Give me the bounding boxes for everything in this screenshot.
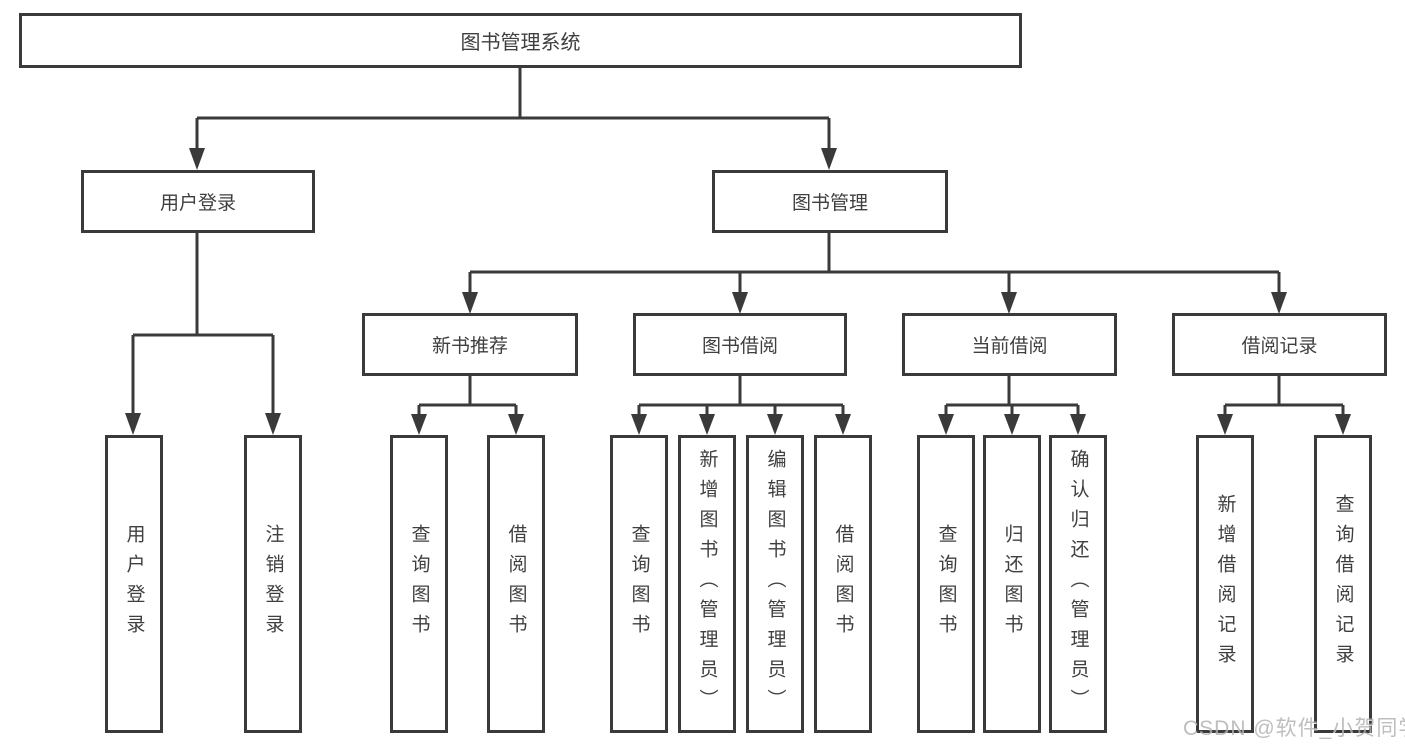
node-leaf-cb-query-book: 查询图书 — [917, 435, 975, 733]
arrowhead-new-book-rec — [462, 292, 478, 314]
node-leaf-nbr-borrow-book-label: 借阅图书 — [505, 524, 527, 644]
arrowhead-leaf-logout — [265, 413, 281, 435]
node-current-borrow-label: 当前借阅 — [971, 336, 1048, 357]
arrowhead-leaf-nbr-query — [411, 414, 427, 435]
node-leaf-user-login: 用户登录 — [105, 435, 163, 733]
node-leaf-bb-query-book-label: 查询图书 — [628, 524, 650, 644]
csdn-watermark: CSDN @软件_小贺同学 — [1183, 717, 1405, 740]
arrowhead-leaf-br-add — [1217, 414, 1233, 435]
arrowhead-leaf-cb-confirm — [1070, 414, 1086, 435]
node-leaf-bb-add-book: 新增图书（管理员） — [678, 435, 736, 733]
node-borrow-record: 借阅记录 — [1172, 313, 1387, 376]
arrowhead-user-login — [189, 148, 205, 170]
arrowhead-leaf-br-query — [1335, 414, 1351, 435]
arrowhead-leaf-bb-query — [631, 414, 647, 435]
arrowhead-leaf-user-login — [125, 413, 141, 435]
arrowhead-current-borrow — [1001, 292, 1017, 314]
node-leaf-br-add-record-label: 新增借阅记录 — [1214, 494, 1236, 674]
node-leaf-logout-label: 注销登录 — [262, 524, 284, 644]
node-book-borrow-label: 图书借阅 — [701, 336, 778, 357]
arrowhead-borrow-record — [1271, 292, 1287, 314]
arrowhead-book-mgmt — [821, 148, 837, 170]
arrowhead-leaf-bb-borrow — [835, 414, 851, 435]
node-leaf-bb-edit-book-label: 编辑图书（管理员） — [764, 449, 786, 719]
node-book-borrow: 图书借阅 — [633, 313, 847, 376]
node-leaf-nbr-query-book-label: 查询图书 — [408, 524, 430, 644]
node-root: 图书管理系统 — [19, 13, 1022, 68]
node-leaf-bb-query-book: 查询图书 — [610, 435, 668, 733]
node-leaf-br-query-record-label: 查询借阅记录 — [1332, 494, 1354, 674]
node-book-mgmt: 图书管理 — [712, 170, 948, 233]
arrowhead-leaf-cb-query — [938, 414, 954, 435]
node-leaf-br-add-record: 新增借阅记录 — [1196, 435, 1254, 733]
node-leaf-bb-edit-book: 编辑图书（管理员） — [746, 435, 804, 733]
node-leaf-cb-query-book-label: 查询图书 — [935, 524, 957, 644]
arrowhead-leaf-cb-return — [1004, 414, 1020, 435]
node-leaf-cb-confirm-return-label: 确认归还（管理员） — [1067, 449, 1089, 719]
node-leaf-cb-return-book-label: 归还图书 — [1001, 524, 1023, 644]
node-user-login: 用户登录 — [81, 170, 315, 233]
node-book-mgmt-label: 图书管理 — [791, 193, 868, 214]
node-leaf-nbr-borrow-book: 借阅图书 — [487, 435, 545, 733]
node-current-borrow: 当前借阅 — [902, 313, 1117, 376]
arrowhead-leaf-nbr-borrow — [508, 414, 524, 435]
arrowhead-leaf-bb-edit — [767, 414, 783, 435]
node-new-book-rec-label: 新书推荐 — [431, 336, 508, 357]
arrowheads — [125, 148, 1351, 435]
node-borrow-record-label: 借阅记录 — [1241, 336, 1318, 357]
node-leaf-bb-borrow-book: 借阅图书 — [814, 435, 872, 733]
node-leaf-cb-return-book: 归还图书 — [983, 435, 1041, 733]
arrowhead-leaf-bb-add — [699, 414, 715, 435]
node-leaf-user-login-label: 用户登录 — [123, 524, 145, 644]
node-leaf-cb-confirm-return: 确认归还（管理员） — [1049, 435, 1107, 733]
node-leaf-nbr-query-book: 查询图书 — [390, 435, 448, 733]
node-leaf-bb-add-book-label: 新增图书（管理员） — [696, 449, 718, 719]
arrowhead-book-borrow — [732, 292, 748, 314]
node-leaf-logout: 注销登录 — [244, 435, 302, 733]
node-leaf-bb-borrow-book-label: 借阅图书 — [832, 524, 854, 644]
node-user-login-label: 用户登录 — [159, 193, 236, 214]
node-root-label: 图书管理系统 — [460, 32, 581, 54]
node-new-book-rec: 新书推荐 — [362, 313, 578, 376]
node-leaf-br-query-record: 查询借阅记录 — [1314, 435, 1372, 733]
